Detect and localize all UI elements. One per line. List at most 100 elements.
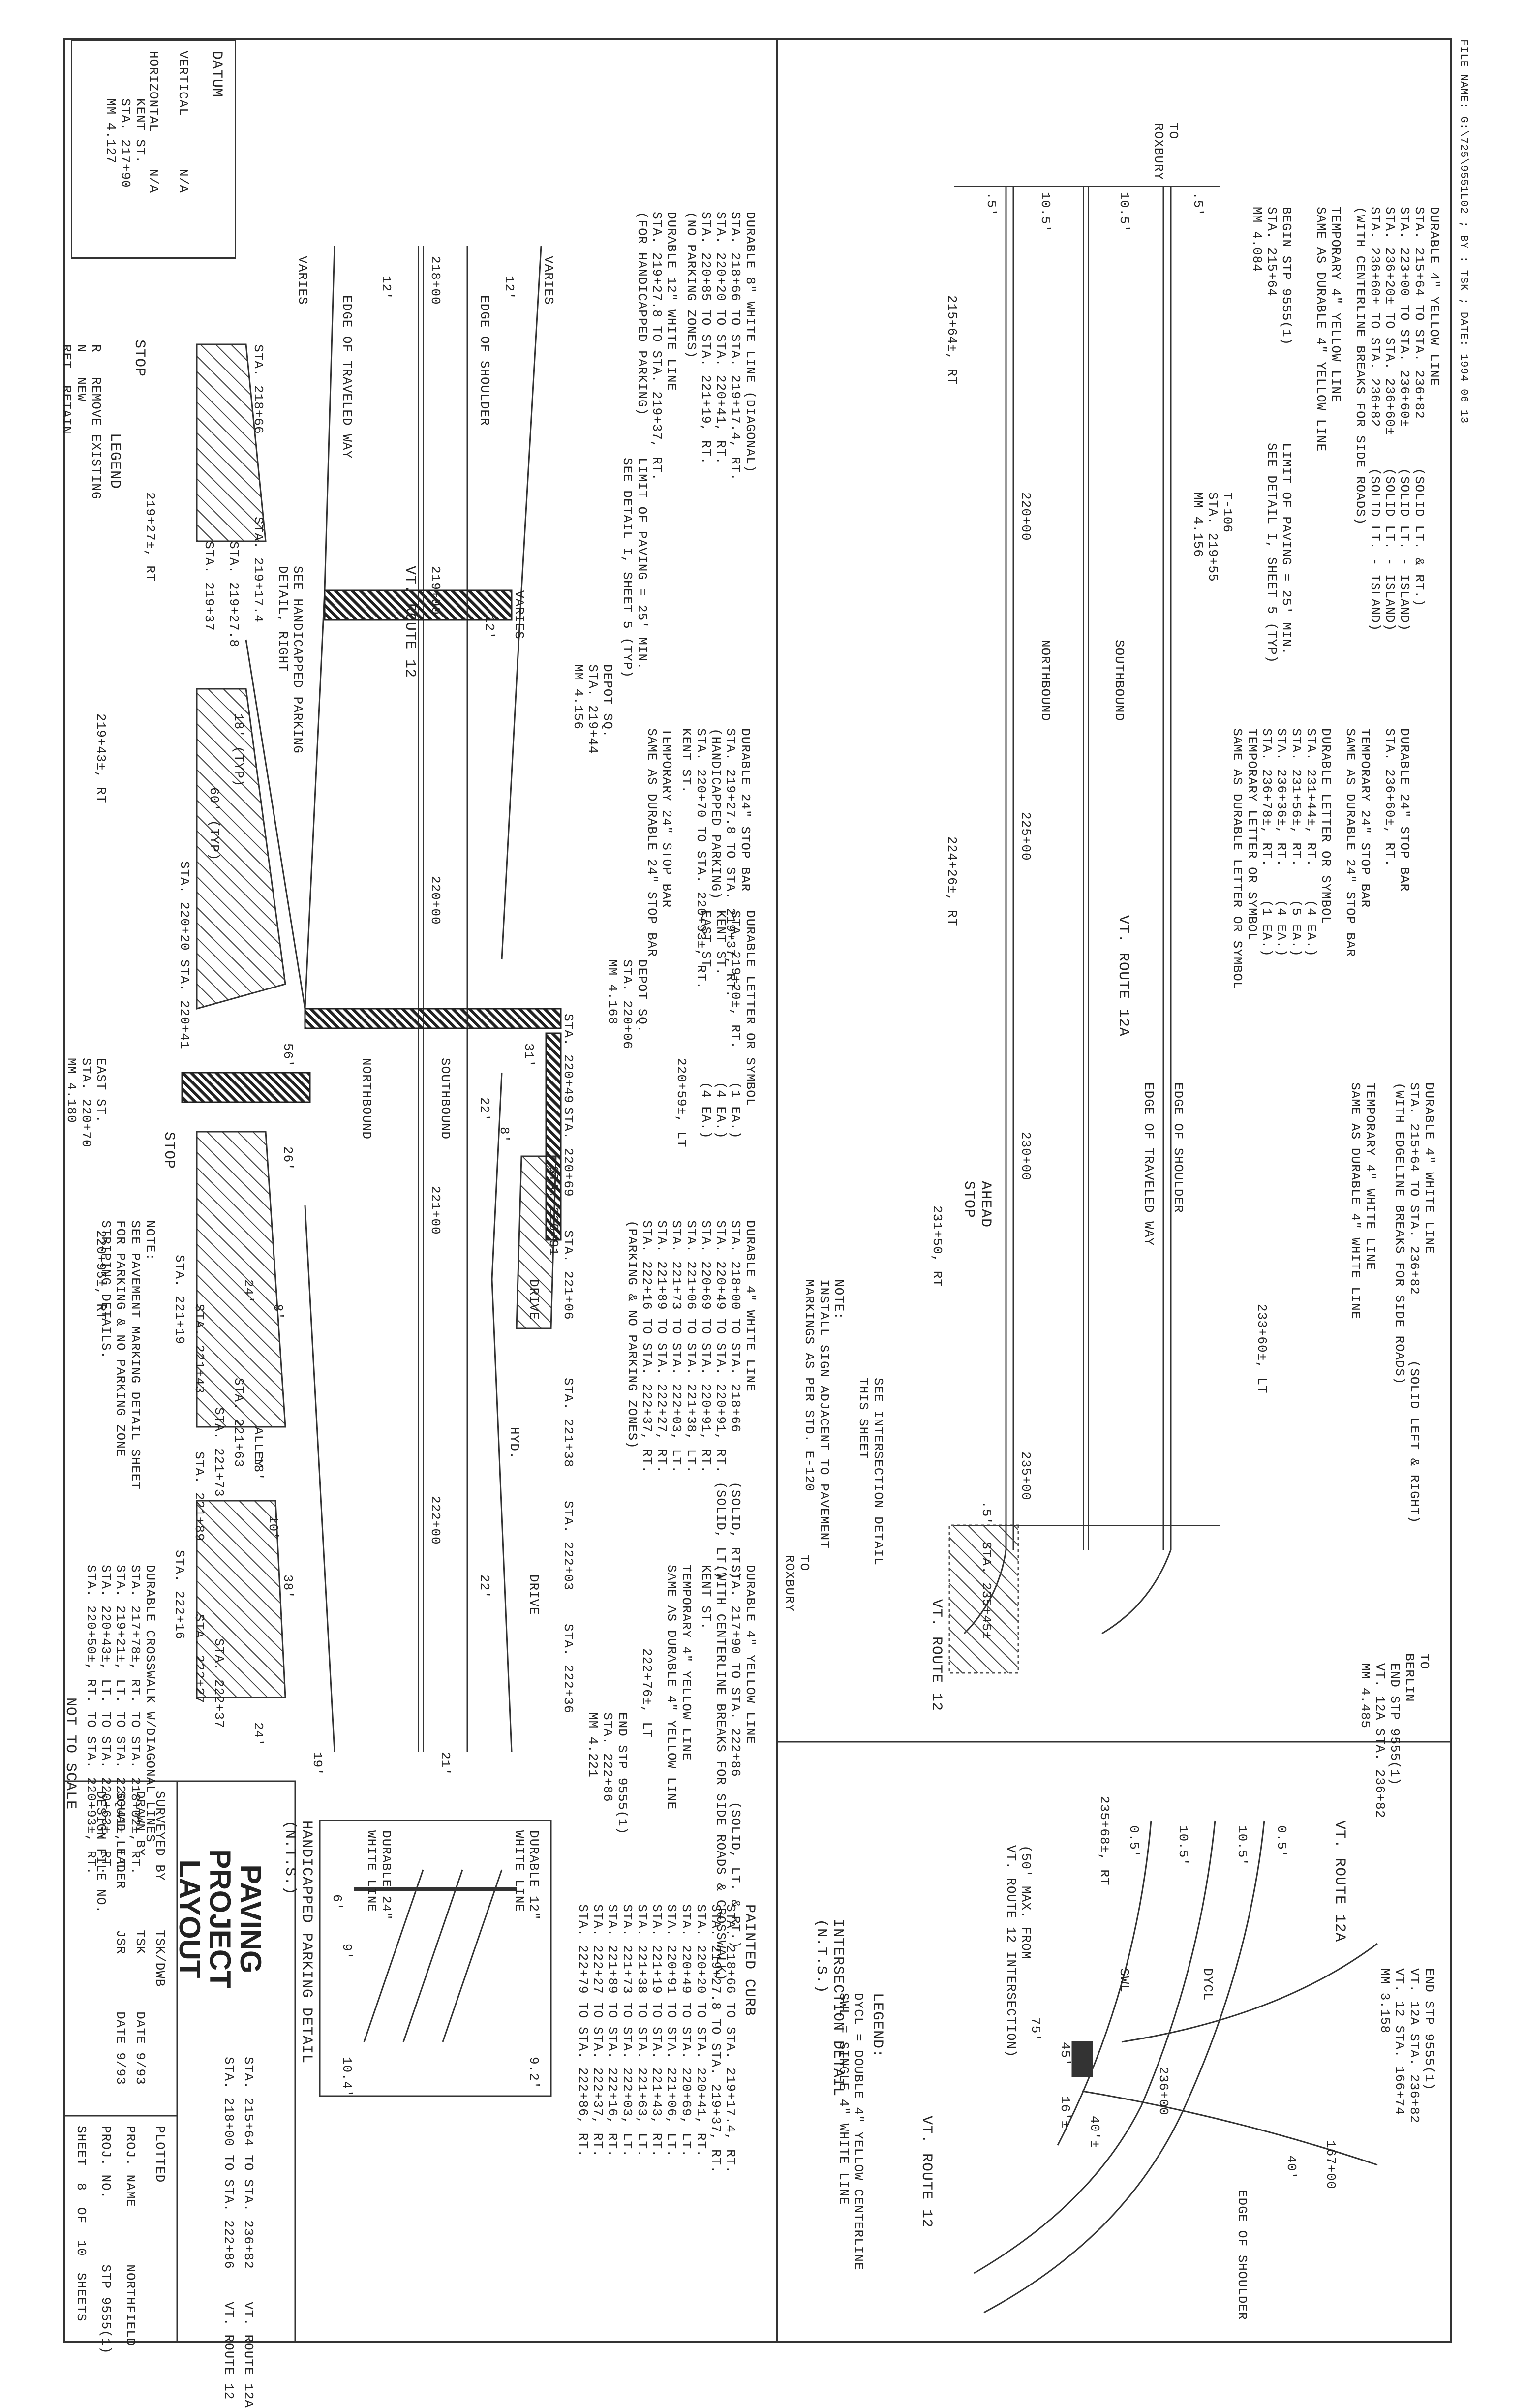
sign-219-43: 219+43±, RT	[93, 713, 108, 803]
edge-traveled-lower: EDGE OF TRAVELED WAY	[339, 295, 354, 459]
dim-21: 21'	[438, 1752, 453, 1776]
sign-install-note: NOTE: INSTALL SIGN ADJACENT TO PAVEMENT …	[802, 1279, 846, 1549]
datum-box: DATUM VERTICAL N/A HORIZONTAL N/A	[71, 39, 236, 259]
sta-220-91: STA. 220+91	[546, 1166, 561, 1256]
legend-item-remove: R REMOVE EXISTING	[89, 344, 103, 500]
stop-marking-east: STOP	[160, 1132, 177, 1170]
t106-label: T-106 STA. 219+55 MM 4.156	[1190, 492, 1235, 582]
temp-stop-bar-note: TEMPORARY 24" STOP BAR SAME AS DURABLE 2…	[1343, 728, 1372, 957]
title-design-file: DESIGN FILE NO.	[93, 1791, 108, 1914]
hydrant-label: HYD.	[507, 1427, 521, 1460]
white-line-note: DURABLE 4" WHITE LINE STA. 215+64 TO STA…	[1392, 1082, 1436, 1524]
sta-222-36: STA. 222+36	[561, 1624, 576, 1714]
int-sta-236: 236+00	[1156, 2067, 1171, 2116]
datum-vertical-label: VERTICAL	[176, 51, 190, 116]
sta-220-41: STA. 220+41	[177, 959, 192, 1050]
southbound-lower: SOUTHBOUND	[438, 1058, 453, 1140]
dim-varies-a: VARIES	[541, 256, 556, 305]
dim-05-a: .5'	[1190, 192, 1205, 216]
northbound-lower: NORTHBOUND	[359, 1058, 374, 1140]
edge-traveled-upper: EDGE OF TRAVELED WAY	[1141, 1082, 1156, 1246]
diagonal-white-note: DURABLE 8" WHITE LINE (DIAGONAL) STA. 21…	[684, 212, 758, 481]
int-swl: SWL	[1117, 1968, 1131, 1993]
yellow-line-notes: DURABLE 4" YELLOW LINE STA. 215+64 TO ST…	[1353, 207, 1441, 632]
station-225: 225+00	[1018, 812, 1033, 861]
hp-dim-92: 9.2'	[526, 2057, 541, 2090]
station-219: 219+00	[428, 566, 443, 615]
sta-222-37: STA. 222+37	[212, 1638, 226, 1729]
hp-detail-title: HANDICAPPED PARKING DETAIL (N.T.S.)	[281, 1821, 315, 2064]
title-plotted: PLOTTED	[152, 2126, 167, 2183]
dim-105-a: 10.5'	[1117, 192, 1131, 233]
int-sta-167: 167+00	[1323, 2140, 1338, 2190]
dim-18: 18'	[251, 1456, 266, 1481]
lower-road	[245, 246, 542, 1752]
painted-curb-list: STA. 218+66 TO STA. 219+17.4, RT. STA. 2…	[576, 1904, 738, 2174]
dim-varies-b: VARIES	[295, 256, 310, 305]
sta-221-63: STA. 221+63	[231, 1378, 246, 1468]
sign-231: 231+50, RT	[930, 1205, 945, 1288]
dim-38: 38'	[280, 1574, 295, 1599]
legend-item-new: N NEW	[74, 344, 89, 402]
lower-hatching	[181, 343, 562, 1698]
temp-stop-lower: TEMPORARY 24" STOP BAR SAME AS DURABLE 2…	[644, 728, 674, 957]
kent-st-label: KENT ST. STA. 217+90 MM 4.127	[103, 98, 148, 188]
sta-221-06: STA. 221+06	[561, 1230, 576, 1320]
int-dim-40: 40'	[1284, 2155, 1299, 2180]
route-12-upper: VT. ROUTE 12	[928, 1599, 945, 1712]
painted-curb-title: PAINTED CURB	[741, 1904, 758, 2017]
file-name-line: FILE NAME: G:\725\9551L02 ; BY : TSK ; D…	[1458, 39, 1470, 424]
temp-yellow-lower: TEMPORARY 4" YELLOW LINE SAME AS DURABLE…	[664, 1565, 694, 1810]
intersection-lines	[974, 1820, 1378, 2314]
intersection-detail-ref: SEE INTERSECTION DETAIL THIS SHEET	[856, 1378, 885, 1566]
title-proj-no: PROJ. NO. STP 9555(1)	[98, 2126, 113, 2354]
hp-white-12: DURABLE 12" WHITE LINE	[512, 1830, 541, 1920]
int-legend: DYCL = DOUBLE 4" YELLOW CENTERLINE SWL =…	[836, 1993, 866, 2271]
depot-sq-2: DEPOT SQ. STA. 220+06 MM 4.168	[605, 959, 649, 1050]
hp-white-24: DURABLE 24" WHITE LINE	[364, 1830, 394, 1920]
sta-235-label: .5' STA. 235+45±	[979, 1501, 994, 1640]
temp-yellow-notes: TEMPORARY 4" YELLOW LINE SAME AS DURABLE…	[1313, 207, 1343, 452]
sta-218-66: STA. 218+66	[251, 344, 266, 434]
southbound-upper: SOUTHBOUND	[1112, 640, 1127, 722]
sign-224: 224+26±, RT	[945, 836, 959, 926]
dim-8-b: 8'	[271, 1304, 285, 1321]
limit-of-paving-lower: LIMIT OF PAVING = 25' MIN. SEE DETAIL I,…	[620, 458, 649, 679]
dim-12-c: 12'	[482, 615, 497, 640]
sign-233: 233+60±, LT	[1254, 1304, 1269, 1394]
edge-shoulder-lower: EDGE OF SHOULDER	[477, 295, 492, 426]
datum-horizontal-value: N/A	[146, 169, 161, 193]
end-project-upper: END STP 9555(1) VT. 12A STA. 236+82 MM 4…	[1358, 1663, 1402, 1819]
dim-31: 31'	[521, 1043, 536, 1068]
sta-219-37: STA. 219+37	[202, 541, 216, 631]
sta-220-20: STA. 220+20	[177, 861, 192, 951]
letter-symbol-lower: DURABLE LETTER OR SYMBOL STA. 219+20±, R…	[699, 910, 758, 1139]
sta-222-16: STA. 222+16	[172, 1550, 187, 1640]
int-dim-16: 16'±	[1058, 2096, 1072, 2129]
station-235: 235+00	[1018, 1451, 1033, 1501]
temp-letter-note: TEMPORARY LETTER OR SYMBOL SAME AS DURAB…	[1230, 728, 1259, 990]
dim-56: 56'	[280, 1043, 295, 1068]
typ-60: 60' (TYP)	[207, 787, 221, 861]
title-block-title: PAVING PROJECT LAYOUT	[173, 1849, 267, 1989]
end-project-lower: END STP 9555(1) STA. 222+86 MM 4.221	[585, 1712, 630, 1835]
sta-221-73: STA. 221+73	[212, 1407, 226, 1497]
not-to-scale: NOT TO SCALE	[62, 1698, 79, 1810]
sta-219-27: STA. 219+27.8	[226, 541, 241, 648]
dim-24-b: 24'	[251, 1722, 266, 1747]
to-roxbury-lower: TO ROXBURY	[782, 1555, 812, 1612]
hp-dim-104: 10.4'	[339, 2057, 354, 2098]
upper-road	[948, 186, 1220, 1674]
datum-title: DATUM	[208, 51, 225, 98]
sta-220-49: STA. 220+49	[561, 1014, 576, 1104]
station-230: 230+00	[1018, 1132, 1033, 1181]
title-drawn: DRAWN BY TSK DATE 9/93	[133, 1791, 148, 2085]
int-sign: 235+68±, RT	[1097, 1796, 1112, 1886]
stop-marking-kent: STOP	[131, 340, 148, 377]
dim-05-b: .5'	[984, 192, 999, 216]
east-st-label: EAST ST. STA. 220+70 MM 4.180	[64, 1058, 108, 1148]
dim-24-a: 24'	[241, 1279, 256, 1304]
sheet-border	[63, 38, 1452, 2343]
